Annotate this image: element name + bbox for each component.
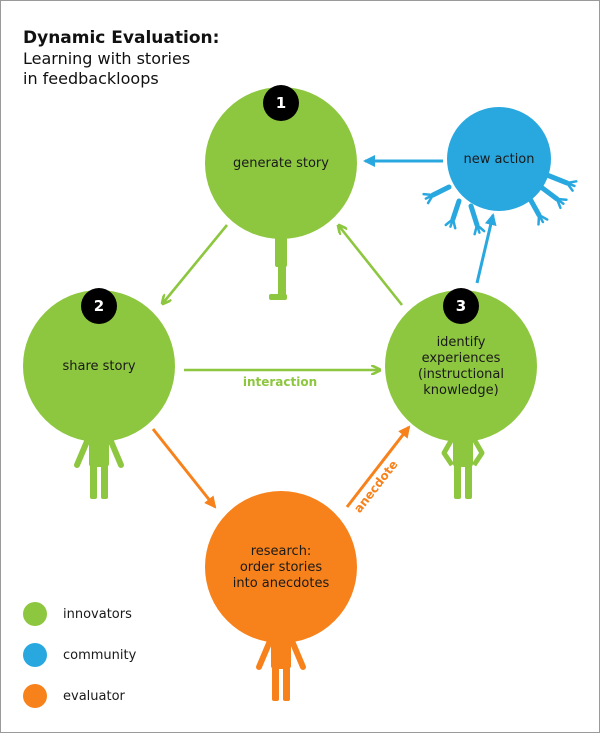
step-number: 2 — [94, 297, 104, 315]
node-new-action: new action — [447, 107, 551, 211]
legend-swatch-community — [23, 643, 47, 667]
edge-share-to-research — [153, 429, 215, 507]
edge-generate-to-share — [163, 225, 227, 303]
legend: innovators community evaluator — [23, 601, 136, 724]
node-label-line: new action — [463, 152, 534, 167]
node-label-line: research: — [251, 544, 312, 559]
node-label-line: knowledge) — [423, 383, 499, 398]
figure-share-icon — [77, 437, 121, 499]
node-share: share story 2 — [23, 288, 175, 442]
nodes-layer: generate story 1 share story 2 identifyexper… — [23, 85, 551, 643]
legend-label-innovators: innovators — [63, 607, 132, 622]
node-label-line: generate story — [233, 156, 329, 171]
node-label-line: order stories — [240, 560, 323, 575]
node-label-line: identify — [437, 335, 486, 350]
node-label-line: experiences — [422, 351, 501, 366]
node-label-line: into anecdotes — [233, 576, 330, 591]
legend-label-community: community — [63, 648, 136, 663]
legend-item-evaluator: evaluator — [23, 683, 136, 709]
figure-research-icon — [259, 639, 303, 701]
legend-swatch-innovators — [23, 602, 47, 626]
legend-item-innovators: innovators — [23, 601, 136, 627]
edge-identify-to-generate — [339, 226, 402, 305]
step-number: 3 — [456, 297, 466, 315]
figure-identify-icon — [444, 437, 482, 499]
node-generate: generate story 1 — [205, 85, 357, 239]
legend-label-evaluator: evaluator — [63, 689, 125, 704]
edge-label-anecdote: anecdote — [351, 458, 401, 516]
node-label-line: share story — [62, 359, 135, 374]
legend-swatch-evaluator — [23, 684, 47, 708]
figure-generate-icon — [269, 237, 287, 300]
step-number: 1 — [276, 94, 286, 112]
node-identify: identifyexperiences(instructionalknowled… — [385, 288, 537, 442]
legend-item-community: community — [23, 642, 136, 668]
edge-label-interaction: interaction — [243, 375, 317, 389]
node-label-line: (instructional — [418, 367, 504, 382]
